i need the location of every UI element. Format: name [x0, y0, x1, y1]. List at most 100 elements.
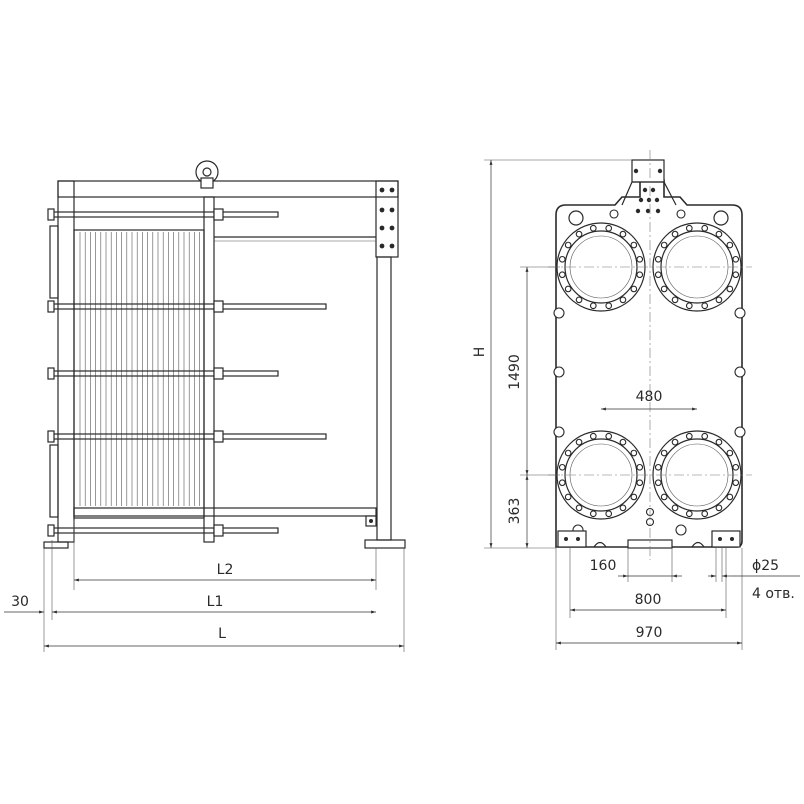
flange-bolt-hole — [715, 504, 723, 512]
plate-pack — [73, 229, 205, 519]
flange-bolt-hole — [726, 285, 734, 293]
flange-bolt-hole — [732, 479, 740, 487]
flange-bolt-hole — [654, 463, 662, 471]
flange-bolt-hole — [558, 271, 566, 279]
lifting-eye — [195, 160, 219, 189]
tie-bolt — [47, 367, 279, 380]
flange-bolt-hole — [636, 271, 644, 279]
label-H: H — [472, 347, 488, 358]
flange-bolt-hole — [654, 479, 662, 487]
label-363: 363 — [507, 498, 523, 525]
flange-bolt-hole — [671, 230, 679, 238]
flange-bolt-hole — [636, 255, 644, 263]
flange-bolt-hole — [660, 449, 668, 457]
flange-bolt-hole — [619, 296, 627, 304]
bracket-bolts — [633, 168, 663, 214]
top-nut — [609, 209, 619, 219]
flange-bolt-hole — [630, 493, 638, 501]
flange-bolt-hole — [564, 493, 572, 501]
flange-bolt-hole — [660, 493, 668, 501]
label-970: 970 — [636, 625, 663, 641]
flange-bolt-hole — [671, 438, 679, 446]
frame-foot — [43, 541, 69, 549]
flange-bolt-hole — [558, 479, 566, 487]
flange-bolt-hole — [619, 438, 627, 446]
bracket-gusset — [621, 181, 677, 206]
flange-bolt-hole — [564, 241, 572, 249]
flange-bolt-hole — [589, 224, 597, 232]
flange-bolt-hole — [685, 224, 693, 232]
tie-bolts — [47, 208, 327, 537]
flange-bolt-hole — [605, 224, 613, 232]
flange-bolt-hole — [660, 241, 668, 249]
flange-bolt-hole — [715, 296, 723, 304]
support-column — [376, 256, 392, 541]
flange-bolt-hole — [732, 271, 740, 279]
flange-bolt-hole — [671, 504, 679, 512]
flange-bolt-hole — [701, 510, 709, 518]
flange-bolt-hole — [630, 449, 638, 457]
flange-bolt-hole — [715, 230, 723, 238]
flange-bolt-hole — [654, 255, 662, 263]
front-tie-bolts — [553, 307, 746, 536]
tie-bolt — [47, 524, 279, 537]
flange-bolt-hole — [630, 285, 638, 293]
label-hole-count: 4 отв. — [752, 586, 795, 602]
flange-bolt-hole — [701, 432, 709, 440]
flange-bolt-hole — [619, 230, 627, 238]
flange-bolt-hole — [701, 224, 709, 232]
flange-bolt-hole — [685, 432, 693, 440]
flange-bolt-hole — [732, 255, 740, 263]
corner-hole — [713, 210, 729, 226]
plate-lines — [79, 232, 200, 506]
flange-bolt-hole — [564, 449, 572, 457]
feet — [557, 530, 741, 549]
flange-bolt-hole — [619, 504, 627, 512]
frame-port-lower — [49, 444, 59, 518]
label-L2: L2 — [217, 562, 234, 578]
label-L1: L1 — [207, 594, 224, 610]
flange-bolt-hole — [701, 302, 709, 310]
port-flange — [556, 430, 646, 520]
flange-bolt-hole — [671, 296, 679, 304]
label-160: 160 — [590, 558, 617, 574]
column-bolts — [379, 187, 395, 249]
flange-bolt-hole — [636, 463, 644, 471]
label-hole-diameter: ϕ25 — [752, 558, 779, 574]
top-nut — [676, 209, 686, 219]
flange-bolt-hole — [685, 510, 693, 518]
flange-bolt-hole — [715, 438, 723, 446]
flange-bolt-hole — [575, 504, 583, 512]
flange-bolt-hole — [575, 438, 583, 446]
flange-bolt-hole — [636, 479, 644, 487]
flange-bolt-hole — [575, 230, 583, 238]
label-30: 30 — [11, 594, 29, 610]
port-flange — [556, 222, 646, 312]
flange-bolt-hole — [589, 432, 597, 440]
flange-bolt-hole — [564, 285, 572, 293]
frame-port-upper — [49, 225, 59, 299]
label-800: 800 — [635, 592, 662, 608]
corner-hole — [568, 210, 584, 226]
side-view — [43, 160, 406, 549]
flange-bolt-hole — [558, 255, 566, 263]
label-480: 480 — [636, 389, 663, 405]
flange-bolt-hole — [605, 510, 613, 518]
flange-bolt-hole — [660, 285, 668, 293]
flange-bolt-hole — [726, 241, 734, 249]
flange-bolt-hole — [558, 463, 566, 471]
support-column-head — [375, 180, 399, 258]
flange-bolt-hole — [575, 296, 583, 304]
flange-bolt-hole — [726, 493, 734, 501]
front-view — [548, 150, 752, 560]
pressure-plate — [203, 196, 215, 543]
flange-bolt-hole — [605, 432, 613, 440]
tie-bolt — [47, 300, 327, 313]
flange-bolt-hole — [589, 510, 597, 518]
flange-bolt-hole — [654, 271, 662, 279]
label-1490: 1490 — [507, 354, 523, 390]
flange-bolt-hole — [605, 302, 613, 310]
side-dimensions: L2 L1 L 30 — [4, 520, 405, 652]
column-foot — [364, 539, 406, 549]
